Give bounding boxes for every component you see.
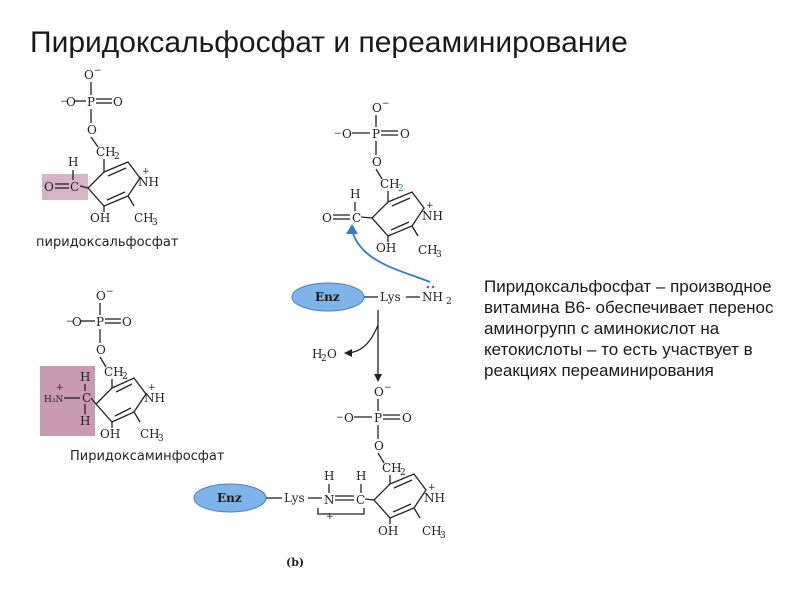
water-o: O: [327, 347, 337, 361]
subscript: 3: [158, 434, 164, 444]
atom-h: H: [356, 469, 366, 483]
lysine-label: Lys: [284, 491, 305, 505]
atom-c: C: [352, 211, 361, 225]
atom-o: O: [84, 68, 94, 82]
atom-ch: CH: [140, 427, 160, 441]
slide-title: Пиридоксальфосфат и переаминирование: [30, 26, 628, 59]
aldehyde-highlight: [42, 174, 88, 200]
atom-o: O: [87, 123, 97, 137]
atom-o: O: [113, 95, 123, 109]
atom-o: O: [44, 180, 54, 194]
enzyme-label: Enz: [217, 491, 242, 505]
charge-plus: +: [326, 512, 334, 522]
atom-o: O: [96, 343, 106, 357]
pyridoxamine-phosphate-label: Пиридоксаминфосфат: [70, 449, 225, 464]
atom-o: O: [96, 289, 106, 303]
atom-ch: CH: [418, 243, 438, 257]
subscript: 3: [440, 531, 446, 541]
atom-o: O: [342, 127, 352, 141]
atom-ch: CH: [96, 145, 116, 159]
atom-c: C: [82, 391, 91, 405]
atom-nh: NH: [422, 209, 443, 223]
atom-ch: CH: [380, 177, 400, 191]
amino-group: NH: [422, 290, 443, 304]
charge-minus: −: [106, 287, 114, 297]
charge-plus: +: [428, 483, 436, 493]
charge-minus: −: [94, 66, 102, 76]
dehydration-arrow: H 2 O: [312, 310, 382, 382]
atom-h: H: [80, 370, 90, 384]
enzyme-lysine-amine: Enz Lys NH 2: [291, 282, 452, 312]
panel-label: (b): [286, 556, 304, 569]
atom-p: P: [374, 411, 382, 425]
schiff-base-structure: O − − O P O O CH 2 NH + H H N C + OH: [317, 383, 446, 541]
atom-p: P: [96, 315, 104, 329]
charge-plus: +: [142, 167, 150, 177]
plp-reactant-structure: O − − O P O O CH 2 NH + H O C OH CH 3: [322, 99, 443, 260]
pyridoxal-phosphate-label: пиридоксальфосфат: [36, 235, 179, 250]
atom-o: O: [374, 439, 384, 453]
atom-h: H: [324, 469, 334, 483]
atom-ch: CH: [382, 461, 402, 475]
subscript: 2: [114, 152, 120, 162]
water-h: H: [312, 347, 322, 361]
charge-minus: −: [334, 129, 342, 139]
pyridoxamine-phosphate-structure: O − − O P O O CH 2 NH + H C H H₃N + OH C…: [40, 287, 225, 464]
charge-minus: −: [336, 413, 344, 423]
amine-highlight: [40, 366, 95, 436]
atom-ch: CH: [134, 211, 154, 225]
atom-h: H: [80, 414, 90, 428]
charge-plus: +: [56, 383, 64, 393]
atom-oh: OH: [376, 241, 396, 255]
subscript: 2: [446, 297, 452, 307]
charge-minus: −: [384, 383, 392, 393]
amine-group: H₃N: [44, 395, 63, 405]
lysine-label: Lys: [380, 290, 401, 304]
subscript: 2: [321, 354, 327, 364]
atom-p: P: [87, 95, 95, 109]
description-text: Пиридоксальфосфат – производное витамина…: [484, 277, 774, 380]
enzyme-lysine-imine: Enz Lys: [193, 483, 322, 513]
atom-o: O: [372, 101, 382, 115]
atom-oh: OH: [378, 524, 398, 538]
atom-nh: NH: [424, 491, 445, 505]
atom-ch: CH: [422, 524, 442, 538]
atom-oh: OH: [100, 427, 120, 441]
atom-h: H: [350, 187, 360, 201]
atom-o: O: [374, 385, 384, 399]
subscript: 2: [400, 468, 406, 478]
atom-n: N: [324, 493, 335, 507]
atom-h: H: [68, 155, 78, 169]
atom-o: O: [372, 155, 382, 169]
charge-minus: −: [60, 97, 68, 107]
charge-plus: +: [426, 201, 434, 211]
pyridoxal-phosphate-structure: O − − O P O O CH 2 NH + O C H OH CH: [36, 66, 179, 250]
atom-o: O: [400, 127, 410, 141]
subscript: 2: [398, 184, 404, 194]
enzyme-label: Enz: [315, 290, 340, 304]
subscript: 3: [436, 250, 442, 260]
charge-plus: +: [148, 383, 156, 393]
atom-o: O: [72, 315, 82, 329]
atom-c: C: [356, 493, 365, 507]
atom-nh: NH: [138, 175, 159, 189]
charge-minus: −: [66, 317, 74, 327]
nucleophilic-attack-arrow: [346, 224, 431, 283]
atom-o: O: [122, 315, 132, 329]
atom-oh: OH: [90, 211, 110, 225]
subscript: 3: [152, 218, 158, 228]
charge-minus: −: [382, 99, 390, 109]
subscript: 2: [122, 372, 128, 382]
atom-c: C: [70, 180, 79, 194]
atom-nh: NH: [144, 391, 165, 405]
atom-ch: CH: [104, 365, 124, 379]
atom-o: O: [344, 411, 354, 425]
atom-o: O: [66, 95, 76, 109]
atom-o: O: [402, 411, 412, 425]
atom-p: P: [372, 127, 380, 141]
atom-o: O: [322, 211, 332, 225]
